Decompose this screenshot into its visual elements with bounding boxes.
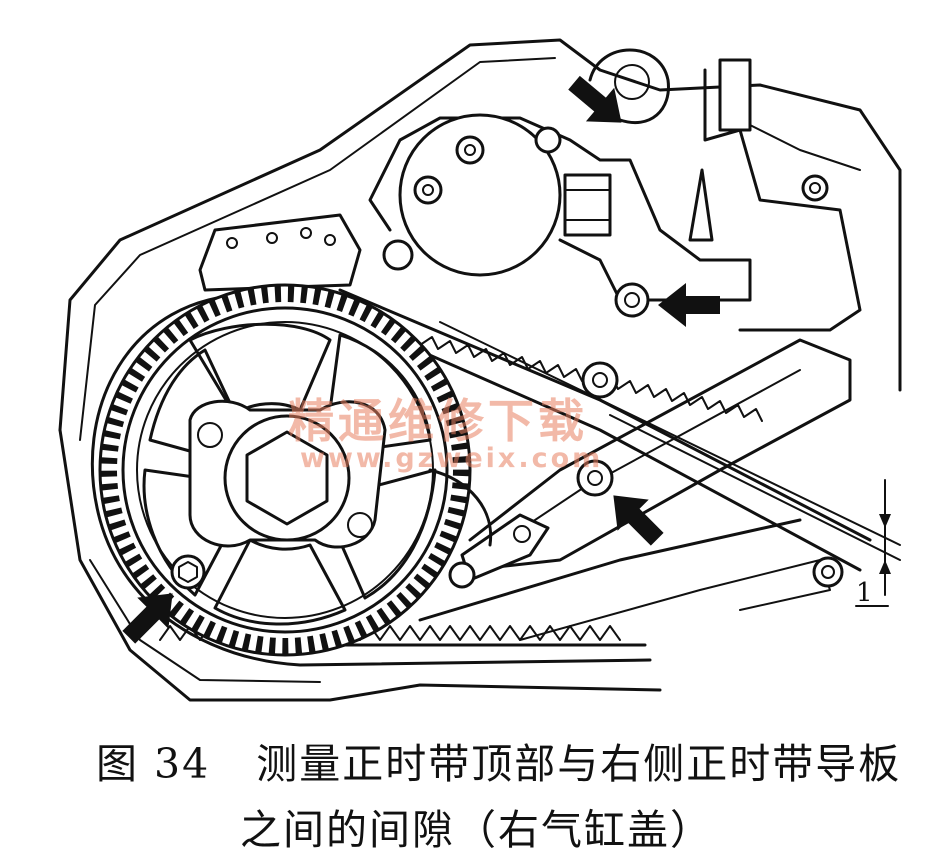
camshaft-sprocket-rim [121,306,449,634]
spoke-window-1 [188,322,332,417]
guide-hole-4 [324,234,336,246]
bracket-bolt [614,282,650,318]
small-link-plate [460,513,550,582]
tensioner-bolt-a-inner [464,144,476,156]
timing-cover-inner-outline [79,57,556,441]
lifting-eye [588,48,670,125]
tensioner-damper [563,173,612,237]
engine-block-upper [703,68,862,332]
belt-upper-run-bottom [348,318,862,572]
support-bracket [718,58,752,132]
hub-hex-bolt [245,430,329,526]
tensioner-bolt-d [534,126,562,154]
guide-bolt-2-inner [587,470,603,486]
lifting-eye-hole [614,64,650,100]
arrow-icon [658,283,720,327]
guide-bolt-3-inner [821,565,835,579]
guide-bolt-1-inner [592,372,608,388]
link-bolt [513,525,531,543]
figure-label: 图 34 [96,740,211,788]
upper-guide-plate [198,213,362,292]
dimension-arrow-top [879,514,891,528]
tensioner-bolt-b [413,175,443,205]
tensioner-pulley [398,113,562,277]
lower-guide-rail [418,518,802,622]
arrow-icon [613,495,664,546]
guide-hole-3 [300,227,312,239]
timing-belt-outer [90,293,652,667]
block-bolt-right [801,174,829,202]
right-guide-plate [468,338,852,572]
guide-bolt-3 [812,556,844,588]
block-bolt-right-inner [809,182,821,194]
cover-lower-outline [58,428,662,702]
sprocket-bolt [170,554,206,590]
caption-line-2: 之间的间隙（右气缸盖） [240,806,713,854]
pointer-pin [688,168,714,242]
dimension-label: 1 [856,578,873,608]
sprocket-bolt-hex [178,561,198,583]
tensioner-bracket [368,116,752,302]
guide-bolt-2 [576,459,614,497]
spoke-window-4 [213,538,347,626]
hub-hole-right [347,512,373,538]
arrow-icon [568,75,622,123]
dimension-arrow-bottom [879,560,891,574]
guide-hole-1 [226,237,238,249]
hub-hole-left [197,422,223,448]
straight-edge-line-1 [439,321,901,546]
caption-text-1: 测量正时带顶部与右侧正时带导板 [256,740,902,788]
tensioner-bolt-c [382,239,414,271]
tensioner-bolt-a [455,135,485,165]
straight-edge-line-2 [609,414,901,561]
lower-sprocket [428,468,493,547]
arrow-icon [122,593,173,644]
timing-belt-diagram [58,38,902,702]
figure-caption: 图 34 测量正时带顶部与右侧正时带导板 之间的间隙（右气缸盖） [0,724,928,861]
link-bolt-2 [448,561,476,589]
guide-bolt-1 [581,361,619,399]
lower-guide-rail-2 [519,559,831,641]
cover-lower-inner [89,559,321,683]
guide-hole-2 [266,232,278,244]
timing-cover-outline [58,38,902,432]
camshaft-sprocket-teeth [101,286,469,654]
tensioner-bolt-b-inner [422,184,434,196]
bracket-bolt-inner [624,292,640,308]
caption-line-1: 图 34 测量正时带顶部与右侧正时带导板 [96,730,901,790]
